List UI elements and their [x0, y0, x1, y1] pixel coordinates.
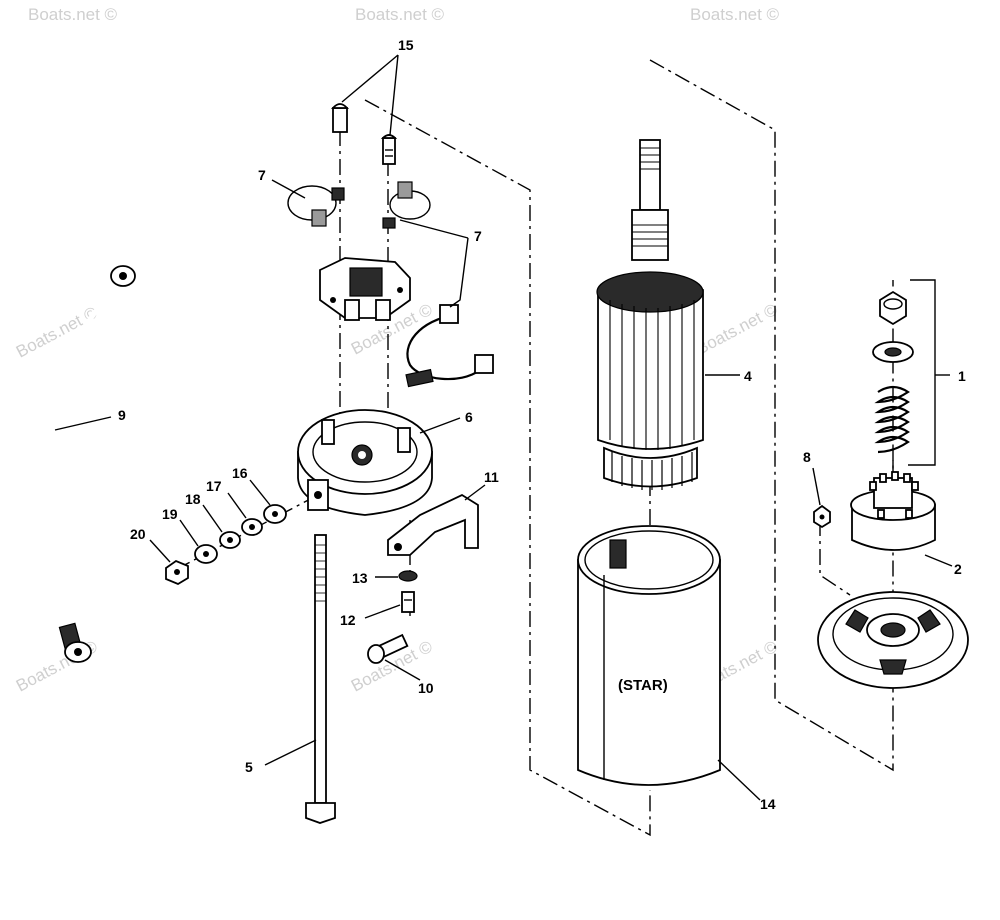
armature-part	[596, 139, 704, 490]
watermark: Boats.net ©	[693, 300, 781, 359]
bolt-part	[401, 591, 415, 613]
screw-part	[331, 103, 398, 165]
watermark: Boats.net ©	[28, 5, 118, 24]
callout-5: 5	[245, 759, 253, 775]
callout-19: 19	[162, 506, 178, 522]
washer-nut-stack	[165, 504, 287, 586]
small-nut-part	[813, 504, 831, 529]
callout-7a: 7	[258, 167, 266, 183]
callout-14: 14	[760, 796, 776, 812]
callout-11: 11	[484, 469, 499, 485]
drive-hardware-part	[872, 290, 914, 454]
through-bolt-part	[305, 534, 336, 824]
callout-12: 12	[340, 612, 356, 628]
watermark: Boats.net ©	[355, 5, 445, 24]
callout-20: 20	[130, 526, 146, 542]
callout-13: 13	[352, 570, 368, 586]
bracket-part	[387, 493, 479, 556]
callout-15: 15	[398, 37, 414, 53]
brush-spring-part	[287, 181, 431, 229]
screw-part-10	[367, 633, 409, 664]
watermark: Boats.net ©	[13, 303, 101, 362]
case-label: (STAR)	[618, 677, 668, 694]
watermark: Boats.net ©	[690, 5, 780, 24]
callout-1: 1	[958, 368, 966, 384]
leader-lines	[54, 54, 953, 801]
callout-numbers: 1 2 4 5 6 7 7 8 9 10 11 12 13 14 15 16 1…	[118, 37, 966, 812]
callout-16: 16	[232, 465, 248, 481]
drive-end-plate-part	[817, 591, 969, 689]
lead-wire-part	[405, 304, 494, 388]
callout-10: 10	[418, 680, 434, 696]
brush-holder-part	[319, 257, 411, 321]
callout-18: 18	[185, 491, 201, 507]
callout-17: 17	[206, 478, 222, 494]
assembly-lines	[174, 59, 894, 837]
callout-9: 9	[118, 407, 126, 423]
callout-2: 2	[954, 561, 962, 577]
pinion-drive-part	[850, 471, 936, 551]
battery-cable-part	[46, 265, 136, 663]
callout-8: 8	[803, 449, 811, 465]
callout-7b: 7	[474, 228, 482, 244]
commutator-end-frame-part	[297, 409, 433, 516]
callout-6: 6	[465, 409, 473, 425]
callout-4: 4	[744, 368, 752, 384]
lock-washer-part	[398, 570, 418, 582]
starter-frame-part: (STAR)	[577, 525, 721, 786]
